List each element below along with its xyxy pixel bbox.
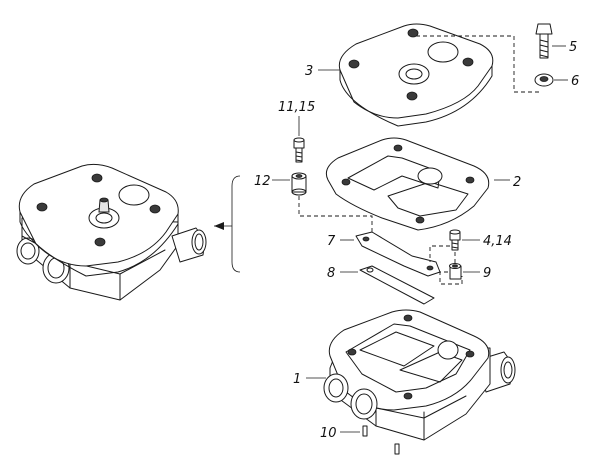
label-part-6: 6 <box>571 74 579 89</box>
part-12-sleeve <box>291 172 307 196</box>
leader-lines <box>272 45 568 433</box>
screw-dashed-path <box>429 245 463 285</box>
bolt-assembly-dashed-path <box>416 35 540 93</box>
part-8-plate <box>359 265 435 305</box>
label-part-1: 1 <box>293 372 301 387</box>
assembled-cylinder-head-view <box>16 163 207 301</box>
label-part-3: 3 <box>305 64 313 79</box>
sleeve-dashed-path <box>298 196 373 238</box>
part-3-cover-plate <box>338 23 494 127</box>
label-part-7: 7 <box>327 234 336 249</box>
label-part-2: 2 <box>513 175 521 190</box>
part-10-pins <box>362 425 400 455</box>
part-1-housing <box>323 309 516 441</box>
part-6-washer <box>534 73 554 87</box>
part-5-bolt <box>535 23 553 59</box>
label-part-5: 5 <box>569 40 577 55</box>
part-11-15-screw <box>293 137 305 163</box>
assembly-bracket <box>214 175 241 273</box>
label-part-10: 10 <box>320 426 337 441</box>
label-part-12: 12 <box>254 174 271 189</box>
part-9-sleeve <box>449 263 462 280</box>
part-4-14-screw <box>449 229 461 251</box>
label-part-4-14: 4,14 <box>483 234 512 249</box>
label-part-8: 8 <box>327 266 335 281</box>
part-2-gasket <box>325 137 490 231</box>
label-part-9: 9 <box>483 266 491 281</box>
label-part-11-15: 11,15 <box>278 100 315 115</box>
